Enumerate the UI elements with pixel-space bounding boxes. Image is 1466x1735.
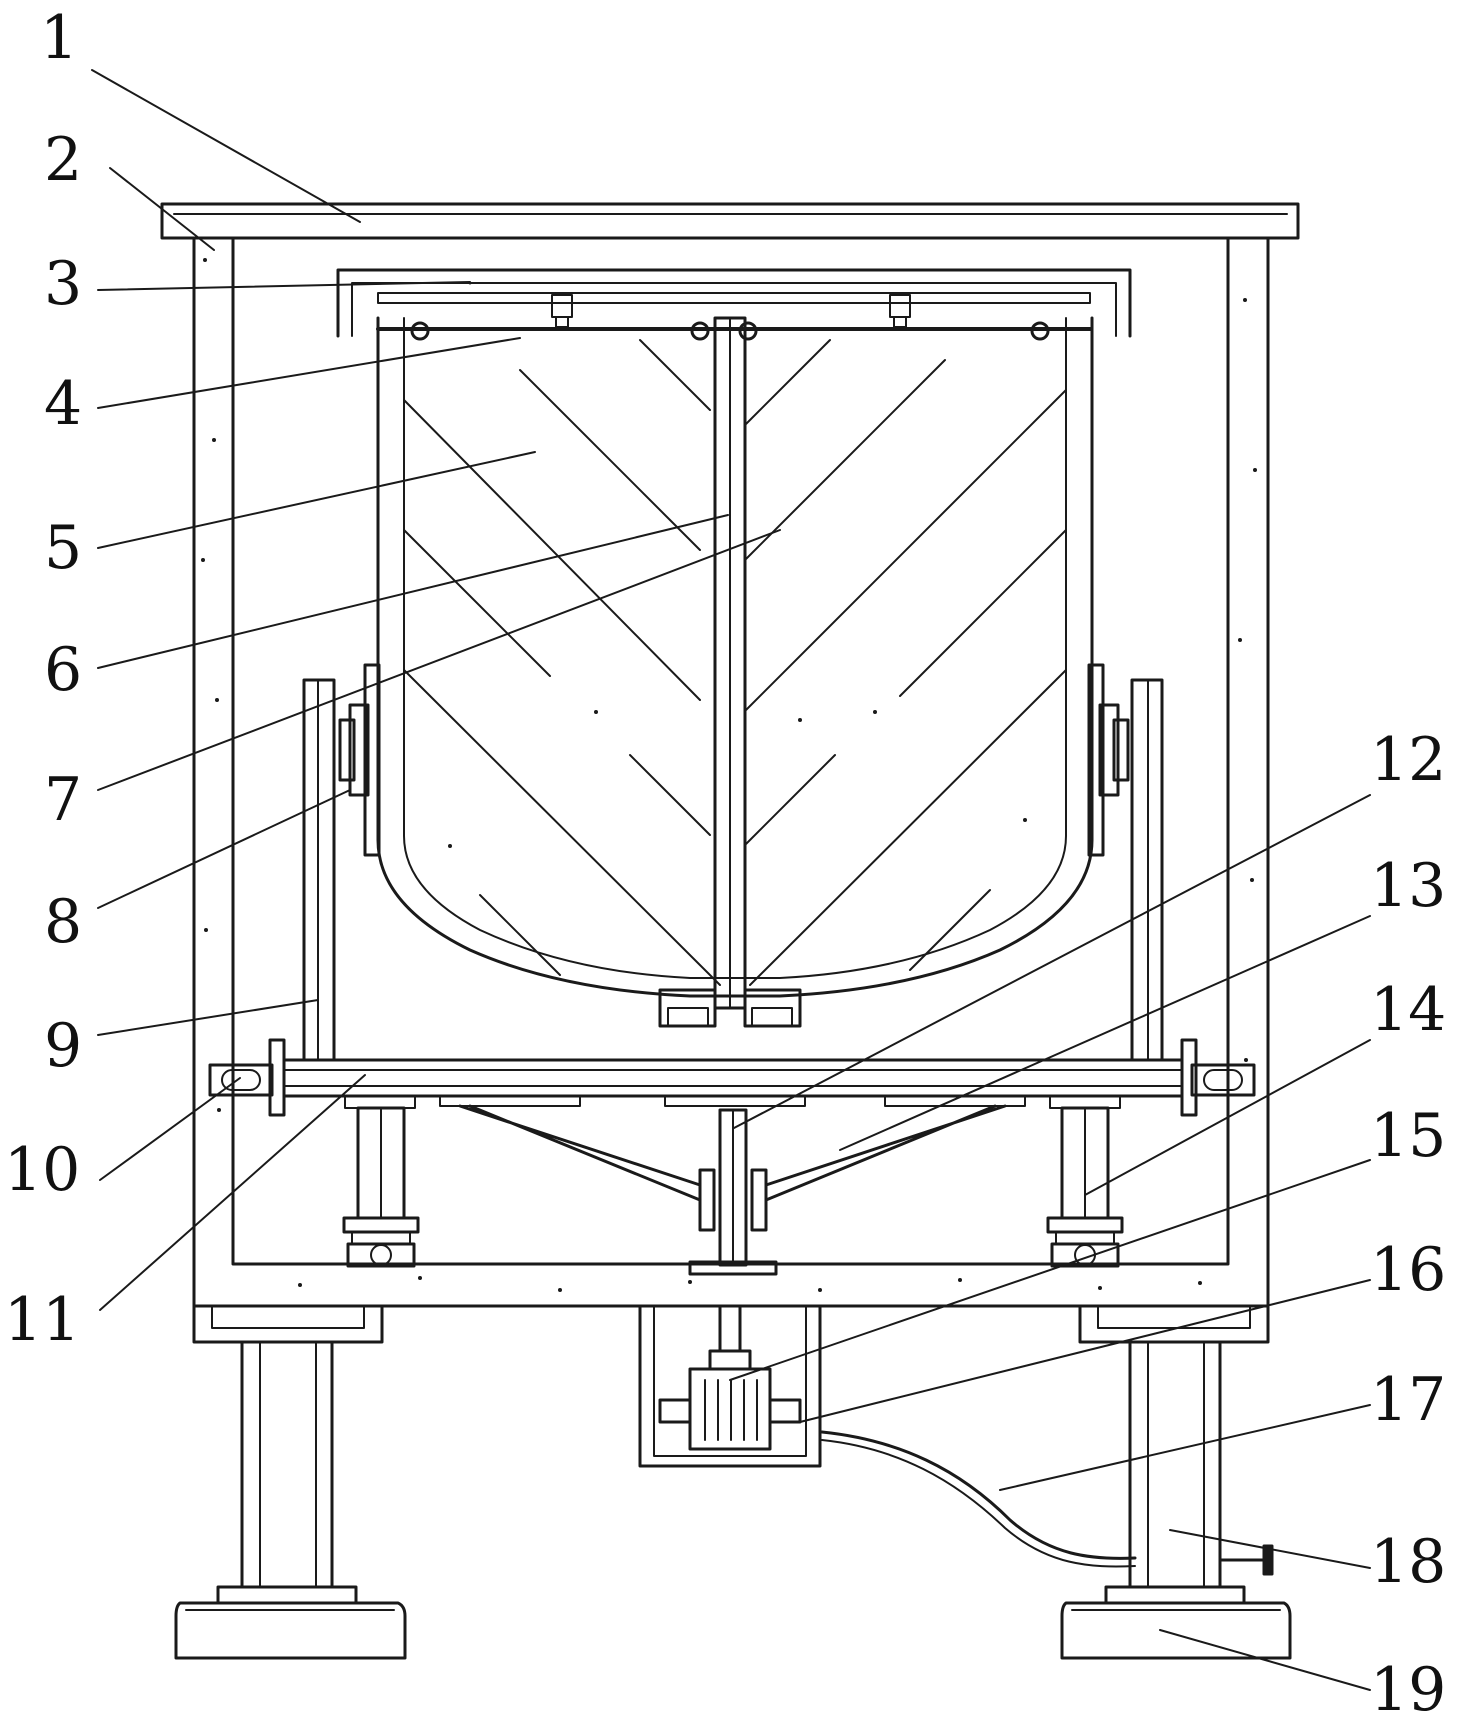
leader-18 [1169,1529,1371,1569]
callout-2: 2 [44,125,83,195]
callout-8: 8 [44,887,83,957]
callout-9: 9 [44,1011,83,1081]
support-post-right [1130,678,1164,1062]
leader-16 [799,1279,1371,1423]
leader-17 [999,1404,1371,1491]
central-shaft [713,316,747,1010]
mixing-tank [376,316,1094,998]
leader-12 [733,794,1371,1129]
leader-7 [97,529,781,791]
tank-outlets [658,988,802,1028]
leader-10 [99,1077,241,1181]
leg-left [192,1304,384,1605]
leader-1 [91,69,361,223]
side-slide-right [1180,1038,1256,1117]
leader-11 [99,1074,366,1311]
callout-5: 5 [44,513,83,583]
lift-rod-right [1046,1106,1124,1268]
callout-12: 12 [1370,725,1447,795]
drain-valve [1218,1544,1274,1576]
power-cable-shadow [821,1439,1136,1568]
callout-10: 10 [4,1135,81,1205]
callout-3: 3 [44,249,83,319]
callout-13: 13 [1370,851,1447,921]
leader-2 [109,167,215,251]
leader-13 [839,915,1371,1151]
leader-9 [97,999,319,1036]
leader-3 [97,281,471,291]
leader-15 [729,1159,1371,1381]
pivot-bearing-left [338,663,381,857]
callout-6: 6 [44,635,83,705]
pivot-bearing-right [1087,663,1130,857]
callout-7: 7 [44,765,83,835]
center-column [688,1108,778,1276]
callout-14: 14 [1370,975,1447,1045]
foot-left [174,1601,407,1660]
foot-right [1060,1601,1292,1660]
support-post-left [302,678,336,1062]
housing-texture-dots [201,258,1257,1292]
power-cable [820,1430,1137,1560]
leader-19 [1159,1629,1371,1691]
leg-right [1078,1304,1270,1605]
motor-housing [638,1304,822,1468]
callout-16: 16 [1370,1235,1447,1305]
diagonal-braces [458,1104,1007,1202]
spray-bar [376,292,1092,341]
callout-1: 1 [40,3,79,73]
leader-4 [97,337,521,409]
lift-rod-left [342,1106,420,1268]
callout-18: 18 [1370,1527,1447,1597]
callout-17: 17 [1370,1365,1447,1435]
callout-4: 4 [44,369,83,439]
leader-8 [97,789,351,909]
leader-6 [97,514,729,669]
leader-5 [97,451,536,549]
callout-19: 19 [1370,1655,1447,1725]
cross-beam [282,1058,1184,1098]
callout-15: 15 [1370,1101,1447,1171]
side-slide-left [208,1038,286,1117]
motor [658,1367,802,1451]
top-plate [160,202,1300,240]
leader-lines [91,69,1371,1691]
callout-11: 11 [4,1285,81,1355]
leader-14 [1084,1039,1371,1196]
tank-hatching [403,339,1067,986]
